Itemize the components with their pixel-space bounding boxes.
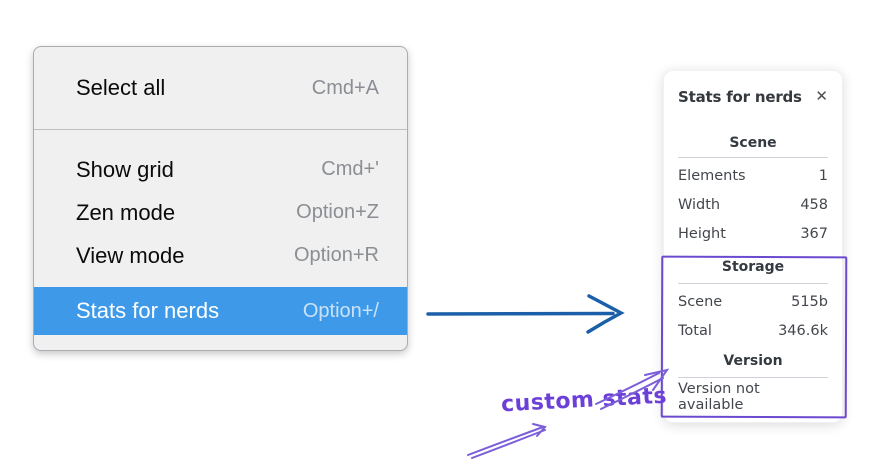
stat-value: 515b: [791, 293, 828, 310]
stat-label: Elements: [678, 167, 746, 184]
stats-panel-title: Stats for nerds: [678, 87, 802, 106]
stat-value: 367: [800, 225, 828, 242]
menu-item-shortcut: Cmd+A: [311, 76, 379, 99]
stat-label: Height: [678, 225, 726, 242]
menu-item-label: Show grid: [76, 156, 174, 182]
menu-item-show-grid[interactable]: Show grid Cmd+': [34, 148, 407, 191]
stat-row-scene-storage: Scene 515b: [678, 287, 828, 316]
menu-item-label: View mode: [76, 242, 185, 268]
menu-item-label: Zen mode: [76, 199, 176, 225]
stat-value: 346.6k: [778, 322, 828, 339]
section-divider: [678, 157, 828, 158]
context-menu: Select all Cmd+A Show grid Cmd+' Zen mod…: [33, 46, 408, 351]
stat-row-total-storage: Total 346.6k: [678, 316, 828, 345]
menu-item-label: Stats for nerds: [76, 298, 220, 323]
blue-arrow: [426, 294, 625, 334]
section-heading-version: Version: [723, 353, 783, 369]
stat-value: 1: [818, 167, 828, 184]
section-heading-scene: Scene: [729, 135, 777, 151]
menu-item-shortcut: Option+Z: [296, 201, 379, 223]
menu-group: Show grid Cmd+' Zen mode Option+Z View m…: [34, 130, 407, 335]
menu-item-select-all[interactable]: Select all Cmd+A: [34, 47, 407, 129]
section-heading-storage: Storage: [721, 259, 785, 275]
menu-item-shortcut: Option+/: [302, 299, 379, 322]
stat-row-width: Width 458: [678, 190, 828, 219]
menu-item-shortcut: Cmd+': [321, 158, 379, 180]
stats-panel: Stats for nerds ✕ Scene Elements 1 Width…: [660, 70, 848, 423]
annotation-custom-stats: custom stats: [500, 383, 668, 418]
stat-row-height: Height 367: [678, 219, 828, 248]
menu-item-label: Select all: [76, 75, 166, 100]
stat-row-elements: Elements 1: [678, 161, 828, 190]
menu-item-stats-for-nerds[interactable]: Stats for nerds Option+/: [34, 287, 407, 335]
purple-arrow-tail: [467, 423, 547, 459]
stat-value: 458: [800, 196, 828, 213]
menu-item-view-mode[interactable]: View mode Option+R: [34, 234, 407, 277]
section-divider: [678, 283, 828, 284]
version-message: Version not available: [678, 380, 760, 413]
menu-item-shortcut: Option+R: [293, 244, 379, 266]
stat-label: Total: [678, 322, 712, 339]
section-divider: [678, 377, 828, 378]
close-icon[interactable]: ✕: [815, 87, 828, 105]
stat-label: Width: [678, 196, 721, 213]
stats-panel-header: Stats for nerds ✕: [678, 71, 828, 107]
menu-item-zen-mode[interactable]: Zen mode Option+Z: [34, 191, 407, 234]
stat-label: Scene: [678, 293, 723, 310]
menu-separator: [34, 129, 407, 130]
